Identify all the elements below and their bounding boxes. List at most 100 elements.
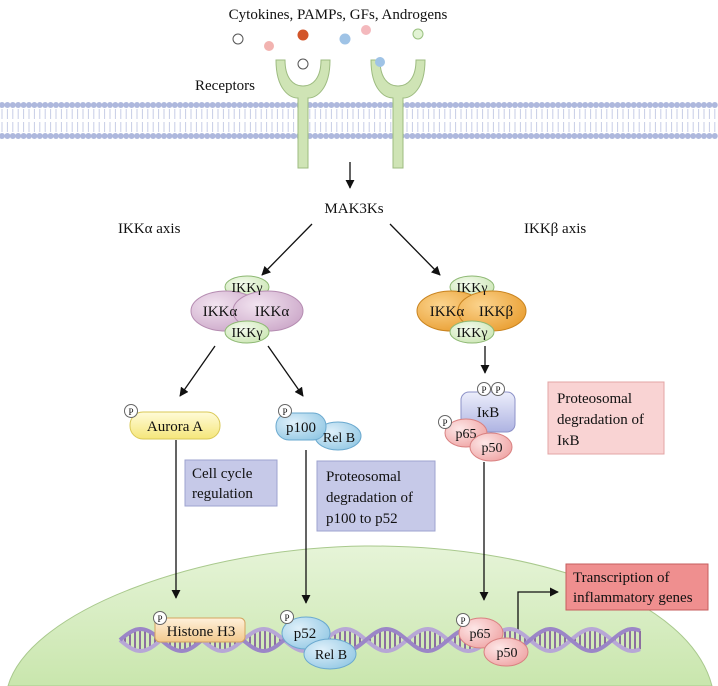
lipid-head <box>252 133 259 139</box>
lipid-head <box>328 133 335 139</box>
lipid-head <box>490 133 497 139</box>
lipid-head <box>566 102 572 108</box>
lipid-head <box>215 102 221 108</box>
lipid-head <box>436 102 443 108</box>
lipid-head <box>339 102 346 108</box>
deg-p100-line2: degradation of <box>326 490 413 506</box>
lipid-head <box>285 133 292 139</box>
lipid-head <box>366 102 373 108</box>
lipid-head <box>112 102 119 108</box>
lipid-head <box>474 133 481 139</box>
lipid-head <box>328 102 335 108</box>
lipid-head <box>528 102 535 108</box>
ikkg-top-left: IKKγ <box>231 281 262 296</box>
lipid-head <box>20 133 27 139</box>
histone-label: Histone H3 <box>167 624 236 640</box>
lipid-head <box>290 133 297 139</box>
transcription-line2: inflammatory genes <box>573 590 693 606</box>
lipid-head <box>209 102 216 108</box>
phospho-nuclear-p65: P <box>460 616 465 626</box>
lipid-head <box>47 102 54 108</box>
dna-backbone <box>118 626 641 654</box>
lipid-head <box>26 102 32 108</box>
lipid-head <box>517 133 524 139</box>
lipid-head <box>668 102 675 108</box>
lipid-head <box>333 102 340 108</box>
lipid-head <box>501 102 508 108</box>
lipid-head <box>26 133 32 139</box>
lipid-head <box>458 133 464 139</box>
lipid-head <box>522 133 529 139</box>
lipid-head <box>74 133 81 139</box>
lipid-head <box>80 133 86 139</box>
lipid-head <box>263 133 270 139</box>
aurora-a-label: Aurora A <box>147 419 203 435</box>
lipid-head <box>177 102 184 108</box>
transcription-line1: Transcription of <box>573 570 670 586</box>
lipid-head <box>155 102 162 108</box>
lipid-head <box>441 102 448 108</box>
lipid-head <box>468 133 475 139</box>
lipid-head <box>198 133 205 139</box>
ikb-p65-p50: IκB P P p65 p50 P <box>438 382 516 462</box>
lipid-head <box>701 133 707 139</box>
lipid-head <box>20 102 27 108</box>
deg-ikb-line2: degradation of <box>557 412 644 428</box>
deg-ikb-line3: IκB <box>557 433 580 449</box>
lipid-head <box>684 133 691 139</box>
lipid-head <box>560 133 567 139</box>
lipid-head <box>587 133 594 139</box>
aurora-a: Aurora A P <box>124 404 221 440</box>
phospho-ikb-2: P <box>495 385 500 395</box>
lipid-head <box>371 102 378 108</box>
lipid-head <box>312 133 319 139</box>
lipid-head <box>188 133 194 139</box>
lipid-head <box>96 102 103 108</box>
lipid-head <box>420 133 427 139</box>
lipid-head <box>150 102 157 108</box>
lipid-head <box>134 133 140 139</box>
ikkg-bottom-left: IKKγ <box>231 326 262 341</box>
lipid-head <box>107 133 113 139</box>
lipid-head <box>657 133 664 139</box>
arrow-transcription <box>517 587 559 632</box>
lipid-head <box>603 133 610 139</box>
lipid-head <box>387 102 394 108</box>
p52-label: p52 <box>294 626 317 642</box>
lipid-head <box>4 133 11 139</box>
lipid-head <box>657 102 664 108</box>
ikka-right: IKKα <box>430 304 465 320</box>
lipid-head <box>625 102 632 108</box>
lipid-head <box>317 133 324 139</box>
p65-p50-nuclear: p65 p50 P <box>456 613 529 667</box>
lipid-head <box>593 102 599 108</box>
ikkg-bottom-right: IKKγ <box>456 326 487 341</box>
lipid-head <box>117 133 124 139</box>
phospho-p65: P <box>442 418 447 428</box>
lipid-head <box>96 133 103 139</box>
lipid-head <box>177 133 184 139</box>
lipid-head <box>128 133 135 139</box>
lipid-head <box>31 133 38 139</box>
lipid-head <box>279 133 286 139</box>
lipid-head <box>641 133 648 139</box>
lipid-head <box>36 133 43 139</box>
lipid-head <box>263 102 270 108</box>
lipid-head <box>242 133 248 139</box>
lipid-head <box>377 102 383 108</box>
lipid-head <box>161 102 167 108</box>
lipid-head <box>209 133 216 139</box>
ligands-label: Cytokines, PAMPs, GFs, Androgens <box>229 7 448 23</box>
lipid-head <box>63 133 70 139</box>
lipid-head <box>236 102 243 108</box>
lipid-head <box>474 102 481 108</box>
ikkb-axis-label: IKKβ axis <box>524 221 586 237</box>
lipid-head <box>134 102 140 108</box>
lipid-head <box>171 102 178 108</box>
p100-label: p100 <box>286 420 316 436</box>
histone-h3: Histone H3 P <box>153 611 246 643</box>
lipid-head <box>101 102 108 108</box>
lipid-head <box>441 133 448 139</box>
lipid-head <box>571 133 578 139</box>
lipid-head <box>193 102 200 108</box>
